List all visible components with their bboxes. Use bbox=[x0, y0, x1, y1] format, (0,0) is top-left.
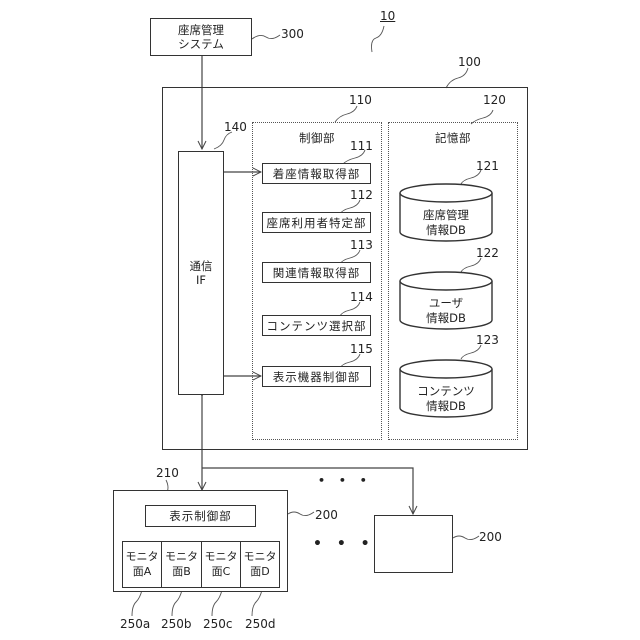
unit-114-label: コンテンツ選択部 bbox=[267, 318, 367, 334]
monitor-a-label-1: モニタ bbox=[126, 550, 159, 565]
leader-250a bbox=[132, 590, 142, 616]
monitor-a: モニタ面A bbox=[122, 541, 162, 588]
leader-100 bbox=[446, 68, 468, 88]
seat-management-system-label-2: システム bbox=[178, 37, 224, 51]
monitor-c: モニタ面C bbox=[201, 541, 241, 588]
leader-200-main bbox=[288, 512, 314, 516]
leader-250b bbox=[172, 590, 182, 616]
ellipsis-lower: • • • bbox=[313, 536, 375, 552]
leader-250c bbox=[212, 590, 222, 616]
unit-content-selection: コンテンツ選択部 bbox=[262, 315, 371, 336]
monitor-b: モニタ面B bbox=[161, 541, 202, 588]
db-121-label: 座席管理 情報DB bbox=[400, 208, 492, 238]
ellipsis-upper: • • • bbox=[318, 474, 372, 487]
unit-111-label: 着座情報取得部 bbox=[273, 166, 361, 182]
unit-related-info-acquisition: 関連情報取得部 bbox=[262, 262, 371, 283]
ref-250a: 250a bbox=[120, 617, 150, 631]
comm-if-label-2: IF bbox=[196, 273, 206, 287]
display-controller-label: 表示制御部 bbox=[169, 508, 232, 524]
monitor-c-label-1: モニタ bbox=[205, 550, 238, 565]
monitor-b-label-1: モニタ bbox=[165, 550, 198, 565]
db-122-label-1: ユーザ bbox=[400, 296, 492, 311]
monitor-d-label-1: モニタ bbox=[244, 550, 277, 565]
figure-ref: 10 bbox=[380, 9, 395, 23]
storage-unit-title: 記憶部 bbox=[388, 130, 518, 146]
ref-111: 111 bbox=[350, 139, 373, 153]
ref-100: 100 bbox=[458, 55, 481, 69]
ref-115: 115 bbox=[350, 342, 373, 356]
ref-300: 300 bbox=[281, 27, 304, 41]
monitor-d-label-2: 面D bbox=[244, 565, 277, 580]
unit-seat-user-identification: 座席利用者特定部 bbox=[262, 212, 371, 233]
ref-210: 210 bbox=[156, 466, 179, 480]
db-121-label-2: 情報DB bbox=[400, 223, 492, 238]
leader-200-second bbox=[453, 536, 479, 540]
unit-115-label: 表示機器制御部 bbox=[273, 369, 361, 385]
ref-200-main: 200 bbox=[315, 508, 338, 522]
db-123-label-1: コンテンツ bbox=[400, 384, 492, 399]
leader-300 bbox=[252, 35, 280, 39]
leader-10 bbox=[372, 26, 385, 52]
ref-114: 114 bbox=[350, 290, 373, 304]
db-122-label-2: 情報DB bbox=[400, 311, 492, 326]
ref-250c: 250c bbox=[203, 617, 233, 631]
comm-if-box: 通信 IF bbox=[178, 151, 224, 395]
ref-250d: 250d bbox=[245, 617, 276, 631]
ref-121: 121 bbox=[476, 159, 499, 173]
monitor-d: モニタ面D bbox=[240, 541, 280, 588]
display-device-box-second bbox=[374, 515, 453, 573]
ref-112: 112 bbox=[350, 188, 373, 202]
unit-113-label: 関連情報取得部 bbox=[273, 265, 361, 281]
display-controller-box: 表示制御部 bbox=[145, 505, 256, 527]
leader-250d bbox=[252, 590, 262, 616]
monitor-c-label-2: 面C bbox=[205, 565, 238, 580]
unit-display-device-control: 表示機器制御部 bbox=[262, 366, 371, 387]
ref-113: 113 bbox=[350, 238, 373, 252]
unit-seat-info-acquisition: 着座情報取得部 bbox=[262, 163, 371, 184]
monitor-b-label-2: 面B bbox=[165, 565, 198, 580]
ref-110: 110 bbox=[349, 93, 372, 107]
ref-140: 140 bbox=[224, 120, 247, 134]
ref-200-second: 200 bbox=[479, 530, 502, 544]
seat-management-system-box: 座席管理 システム bbox=[150, 18, 252, 56]
comm-if-label-1: 通信 bbox=[190, 259, 213, 273]
ref-120: 120 bbox=[483, 93, 506, 107]
db-122-label: ユーザ 情報DB bbox=[400, 296, 492, 326]
ref-123: 123 bbox=[476, 333, 499, 347]
db-123-label-2: 情報DB bbox=[400, 399, 492, 414]
db-123-label: コンテンツ 情報DB bbox=[400, 384, 492, 414]
db-121-label-1: 座席管理 bbox=[400, 208, 492, 223]
monitor-a-label-2: 面A bbox=[126, 565, 159, 580]
unit-112-label: 座席利用者特定部 bbox=[267, 215, 367, 231]
ref-250b: 250b bbox=[161, 617, 192, 631]
ref-122: 122 bbox=[476, 246, 499, 260]
seat-management-system-label-1: 座席管理 bbox=[178, 23, 224, 37]
